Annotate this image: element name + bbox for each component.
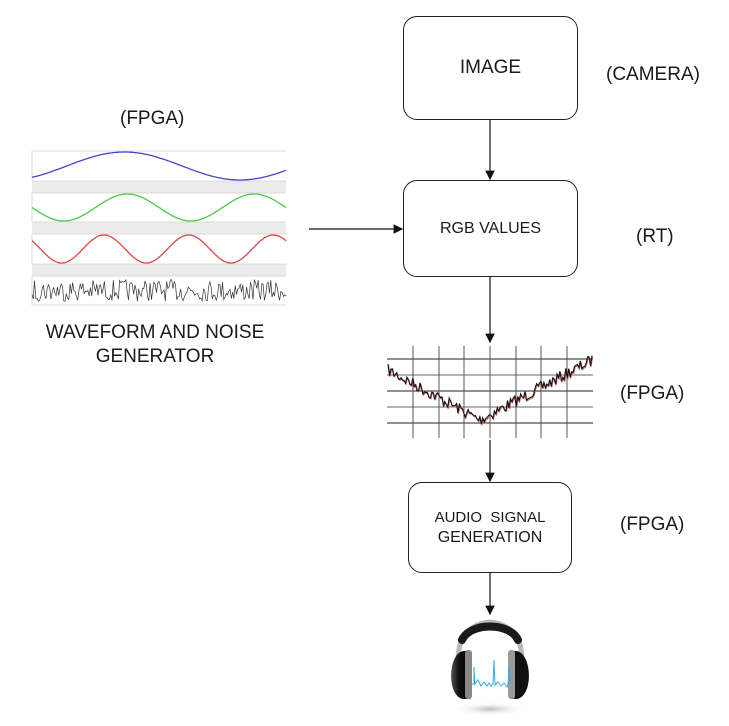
audio-signal-label-line1: AUDIO SIGNAL [434, 508, 546, 526]
fpga-waveform-annotation: (FPGA) [120, 108, 185, 129]
waveform-panel-gap [32, 181, 286, 193]
waveform-caption-line2: GENERATOR [95, 346, 215, 367]
waveform-sine-fast [31, 234, 287, 264]
headphones-icon [451, 619, 529, 716]
headphones-wave [472, 659, 511, 689]
rgb-values-label: RGB VALUES [439, 219, 542, 237]
camera-annotation: (CAMERA) [606, 64, 700, 85]
image-node: IMAGE [403, 16, 578, 120]
waveform-caption-line1: WAVEFORM AND NOISE [45, 322, 265, 343]
fpga-chart-annotation: (FPGA) [620, 383, 685, 404]
waveform-sine-slow [31, 151, 287, 181]
waveform-noise [31, 279, 287, 303]
waveform-sine-medium [31, 193, 287, 222]
signal-chart-grid [387, 346, 593, 438]
rt-annotation: (RT) [636, 226, 674, 247]
fpga-audio-annotation: (FPGA) [620, 514, 685, 535]
waveform-generator-image [31, 150, 287, 306]
signal-chart [387, 346, 594, 438]
audio-signal-label-line2: GENERATION [437, 528, 543, 546]
signal-chart-trace [387, 355, 593, 425]
waveform-panel-gap [32, 264, 286, 276]
audio-signal-node: AUDIO SIGNAL GENERATION [408, 482, 572, 573]
waveform-caption: WAVEFORM AND NOISE GENERATOR [0, 321, 310, 369]
image-node-label: IMAGE [459, 57, 522, 78]
waveform-panel-gap [32, 222, 286, 234]
rgb-values-node: RGB VALUES [403, 180, 578, 277]
